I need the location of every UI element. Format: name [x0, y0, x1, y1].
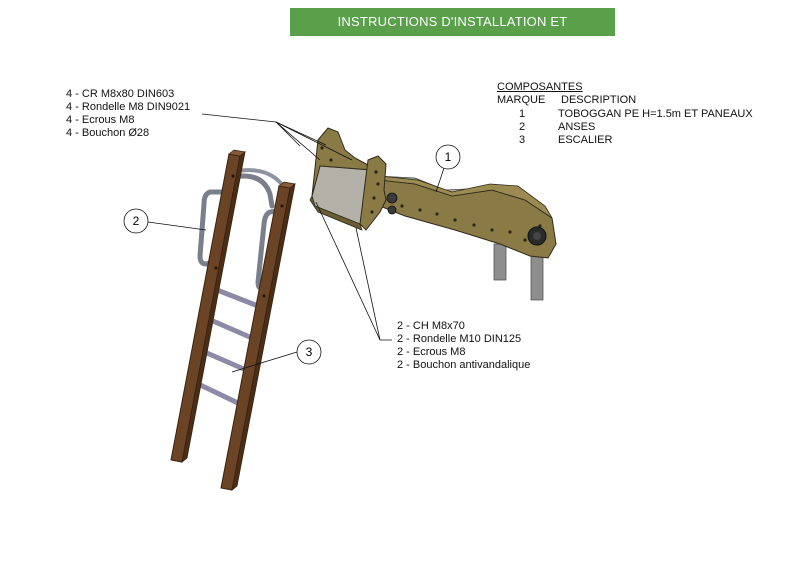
hardware-list-top: 4 - CR M8x80 DIN603 4 - Rondelle M8 DIN9…	[66, 88, 190, 140]
component-desc: ANSES	[558, 121, 596, 133]
ladder-assembly	[170, 149, 296, 491]
leader-line	[435, 167, 445, 193]
leader-line	[275, 121, 301, 147]
hardware-item: 4 - Rondelle M8 DIN9021	[66, 101, 191, 113]
leader-line	[275, 121, 353, 161]
hardware-item: 2 - Ecrous M8	[397, 346, 466, 358]
leader-line	[355, 227, 381, 341]
component-desc: ESCALIER	[558, 134, 613, 146]
callout-circle	[435, 144, 461, 170]
callouts: 1 2 3	[123, 144, 461, 365]
callout-number: 3	[306, 345, 313, 359]
callout-circle	[123, 208, 149, 234]
leader-line	[231, 351, 298, 373]
ladder-rung	[203, 315, 255, 341]
component-mark: 1	[519, 108, 526, 120]
ladder-rung	[197, 347, 249, 373]
ladder-rung	[191, 379, 243, 407]
hardware-item: 4 - Ecrous M8	[66, 114, 135, 126]
hardware-item: 2 - Rondelle M10 DIN125	[397, 333, 522, 345]
components-heading: COMPOSANTES	[497, 81, 583, 93]
component-mark: 3	[519, 134, 526, 146]
leader-line	[275, 121, 327, 146]
page-title: INSTRUCTIONS D'INSTALLATION ET D'INSPECT…	[290, 8, 615, 57]
ladder-rung	[209, 285, 261, 309]
slide-lip	[379, 175, 553, 219]
hardware-item: 4 - CR M8x80 DIN603	[66, 88, 175, 100]
ladder-rail-right	[220, 185, 291, 491]
components-col-desc: DESCRIPTION	[561, 94, 637, 106]
callout-number: 2	[133, 214, 140, 228]
platform-panel-right	[359, 155, 387, 231]
hardware-item: 4 - Bouchon Ø28	[66, 127, 150, 139]
leader-lines	[147, 113, 445, 373]
slide-leg	[493, 243, 507, 281]
components-col-mark: MARQUE	[497, 94, 546, 106]
ladder-rungs	[191, 285, 261, 407]
platform-front	[309, 194, 363, 231]
callout-number: 1	[445, 150, 452, 164]
leader-line	[201, 113, 321, 161]
component-mark: 2	[519, 121, 526, 133]
slide-assembly	[309, 127, 557, 301]
hardware-item: 2 - Bouchon antivandalique	[397, 359, 531, 371]
handle-left	[197, 189, 229, 267]
platform-panel-left	[311, 127, 373, 197]
leader-line	[147, 221, 207, 231]
hardware-item: 2 - CH M8x70	[397, 320, 465, 332]
callout-circle	[296, 339, 322, 365]
hardware-list-bottom: 2 - CH M8x70 2 - Rondelle M10 DIN125 2 -…	[397, 320, 530, 372]
component-desc: TOBOGGAN PE H=1.5m ET PANEAUX	[558, 108, 753, 120]
